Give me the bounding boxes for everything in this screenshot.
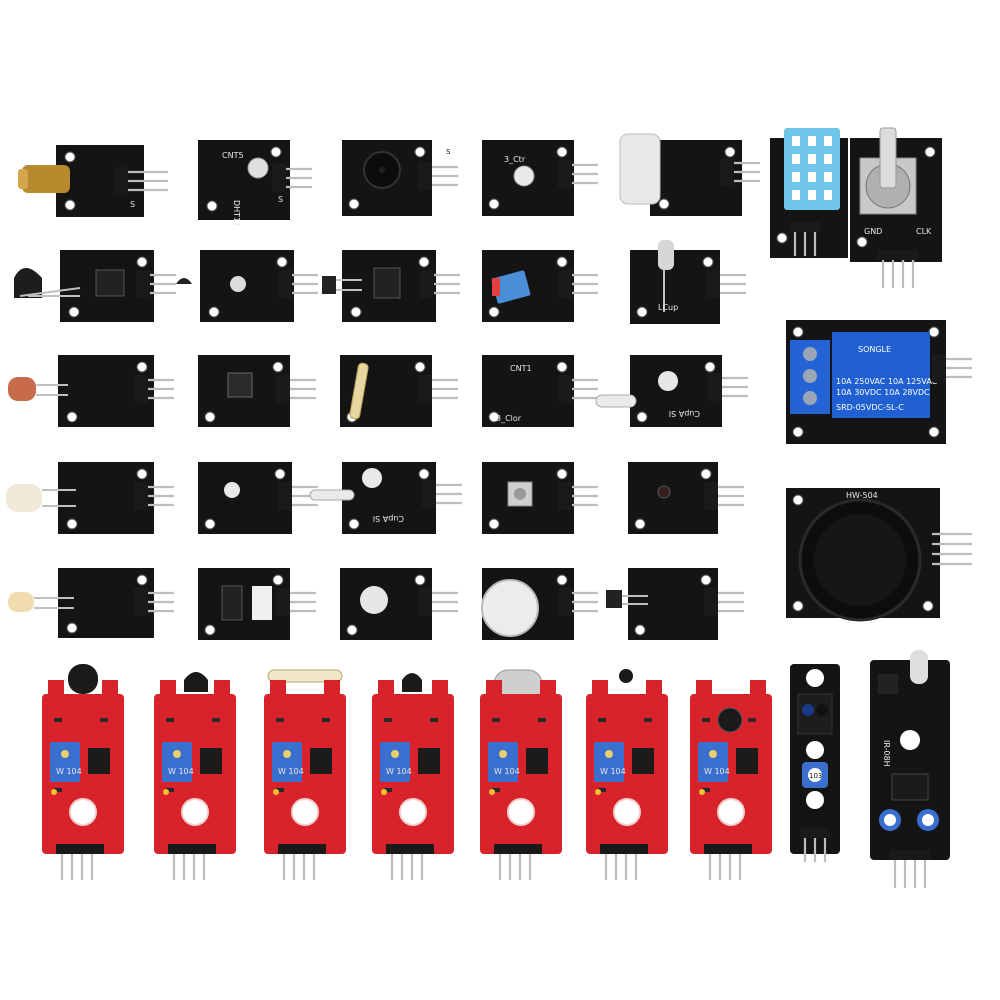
two-color-led-small-module xyxy=(8,568,176,638)
ir-obstacle-module xyxy=(198,355,318,427)
hall-red-board: W 104 xyxy=(370,673,456,882)
rgb-smd-module: CNT1 3_Clor xyxy=(482,355,600,427)
temperature-sensor-module xyxy=(14,250,178,322)
pot-label: W 104 xyxy=(704,767,730,776)
dht11-board-module: CNT5 DHT11 S xyxy=(198,140,314,227)
temperature-red-board: W 104 xyxy=(152,672,238,882)
small-mic-red-board: W 104 xyxy=(688,678,774,882)
reed-red-board: W 104 xyxy=(262,669,348,882)
ir-emitter-module xyxy=(628,462,746,534)
cupa-si-label: CupA SI xyxy=(669,409,700,418)
pot-label: W 104 xyxy=(386,767,412,776)
cnt1-label: CNT1 xyxy=(510,364,532,373)
relay-rating-1: 10A 250VAC 10A 125VAC xyxy=(836,377,938,386)
relay-rating-2: 10A 30VDC 10A 28VDC xyxy=(836,388,930,397)
flame-led-module xyxy=(340,568,460,640)
dht11-label: DHT11 xyxy=(232,200,241,227)
clor3-label: 3_Clor xyxy=(496,414,522,423)
hw504-label: HW-504 xyxy=(846,491,878,500)
passive-buzzer-module xyxy=(481,568,600,640)
reed-switch-module xyxy=(340,355,460,427)
pin-label-s: S xyxy=(130,200,135,209)
pin-label-s: S xyxy=(446,148,451,156)
lcup-label: LCup xyxy=(658,303,678,312)
gnd-label: GND xyxy=(864,227,882,236)
ir08h-label: IR-08H xyxy=(882,740,891,767)
thermistor-red-board: W 104 xyxy=(584,669,670,882)
relay-model: SRD-05VDC-SL-C xyxy=(836,403,904,412)
ctr3-label: 3_Ctr xyxy=(504,155,526,164)
tilt-mercury-module xyxy=(482,250,600,322)
two-color-led-module xyxy=(6,462,176,534)
relay-brand: SONGLE xyxy=(858,345,891,354)
joystick-module: HW-504 xyxy=(786,488,972,622)
pot-label: W 104 xyxy=(56,767,82,776)
mini-sensor-module xyxy=(606,568,746,640)
hall-sensor-module xyxy=(322,250,462,322)
relay-module: SONGLE 10A 250VAC 10A 125VAC 10A 30VDC 1… xyxy=(786,320,974,444)
photo-blocker-module xyxy=(198,568,318,640)
microphone-red-board: W 104 xyxy=(478,669,564,882)
buzzer-module: S xyxy=(342,140,460,216)
pot-label: W 104 xyxy=(600,767,626,776)
dht11-sensor-module xyxy=(770,128,848,258)
laser-module: S xyxy=(18,145,168,217)
ir08h-module: IR-08H xyxy=(870,650,950,890)
photoresistor-module xyxy=(8,355,176,427)
clk-label: CLK xyxy=(916,227,932,236)
tilt-switch-module xyxy=(619,133,762,216)
cupa-si-label-2: CupA SI xyxy=(373,514,404,523)
pin-label-s: S xyxy=(278,195,283,204)
button-module xyxy=(482,462,600,534)
light-blocking-module: CupA SI xyxy=(309,462,464,534)
cnt5-label: CNT5 xyxy=(222,151,244,160)
rgb-led-module: 3_Ctr xyxy=(482,140,600,216)
ir-receiver-module xyxy=(176,250,320,322)
pot-label: W 104 xyxy=(168,767,194,776)
pot-label: W 104 xyxy=(494,767,520,776)
rotary-encoder-module: GND CLK xyxy=(850,127,942,290)
flame-sensor-red-board: W 104 xyxy=(40,664,126,882)
photo-interrupter-module: LCup xyxy=(630,240,748,324)
line-tracking-module: 103 xyxy=(790,664,840,864)
light-cup-module: CupA SI xyxy=(595,355,750,427)
pot-label: W 104 xyxy=(278,767,304,776)
knock-sensor-module xyxy=(198,462,320,534)
pot103-label: 103 xyxy=(809,772,822,780)
